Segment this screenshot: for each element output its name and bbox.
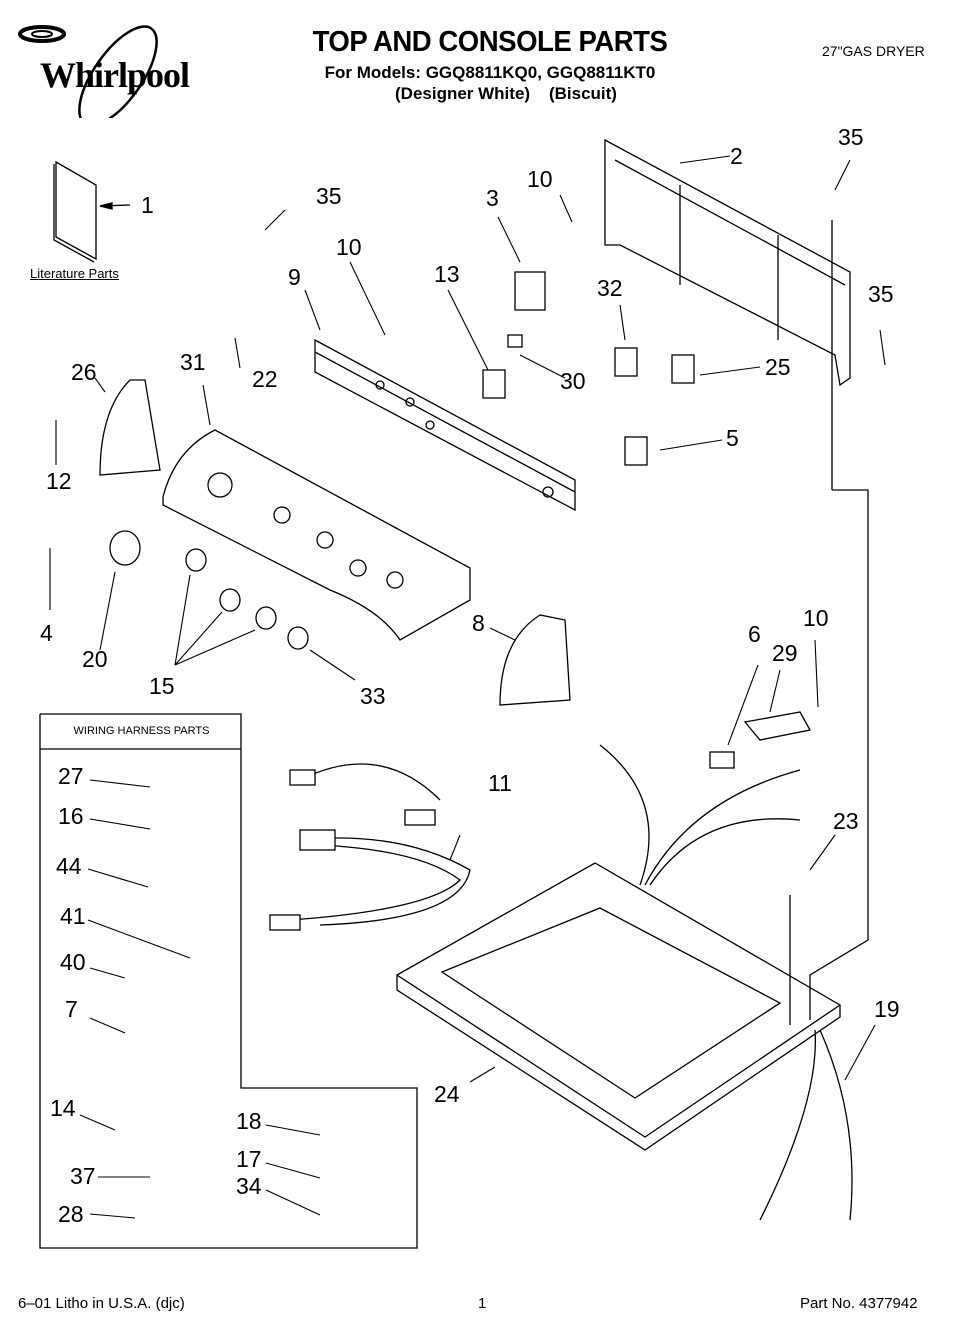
callout-13: 13 [434, 261, 460, 287]
callout-35-b: 35 [838, 124, 864, 150]
part-number: Part No. 4377942 [800, 1295, 918, 1312]
callout-33: 33 [360, 683, 386, 709]
callout-35-c: 35 [868, 281, 894, 307]
colors-line: (Designer White) (Biscuit) [395, 84, 617, 103]
callout-3: 3 [486, 185, 499, 211]
right-end-cap [499, 614, 571, 706]
left-end-cap [99, 379, 161, 476]
page-title: TOP AND CONSOLE PARTS [312, 26, 668, 58]
callout-12: 12 [46, 468, 72, 494]
callout-17: 17 [236, 1146, 262, 1172]
callout-41: 41 [60, 903, 86, 929]
callout-9: 9 [288, 264, 301, 290]
page-number: 1 [478, 1295, 487, 1312]
callout-35-a: 35 [316, 183, 342, 209]
terminal-harness [599, 711, 853, 1221]
console-rail [314, 338, 576, 512]
callout-15: 15 [149, 673, 175, 699]
callout-10-b: 10 [336, 234, 362, 260]
callout-31: 31 [180, 349, 206, 375]
callout-44: 44 [56, 853, 82, 879]
callout-arrows [49, 155, 886, 1219]
callout-20: 20 [82, 646, 108, 672]
callout-27: 27 [58, 763, 84, 789]
literature-parts-label: Literature Parts [30, 266, 119, 281]
callout-32: 32 [597, 275, 623, 301]
callout-37: 37 [70, 1163, 96, 1189]
callout-14: 14 [50, 1095, 76, 1121]
callout-2: 2 [730, 143, 743, 169]
callout-1: 1 [141, 192, 154, 218]
callout-8: 8 [472, 610, 485, 636]
console-back-panel [604, 138, 851, 387]
callout-40: 40 [60, 949, 86, 975]
logo-swirl-icon [18, 25, 158, 118]
callout-23: 23 [833, 808, 859, 834]
wiring-harness-title: WIRING HARNESS PARTS [73, 725, 210, 737]
callout-4: 4 [40, 620, 53, 646]
whirlpool-logo: Whirlpool [18, 18, 208, 118]
callout-16: 16 [58, 803, 84, 829]
callout-10-a: 10 [527, 166, 553, 192]
callout-7: 7 [65, 996, 78, 1022]
callout-11: 11 [488, 770, 512, 796]
callout-6: 6 [748, 621, 761, 647]
callout-19: 19 [874, 996, 900, 1022]
footer-litho: 6–01 Litho in U.S.A. (djc) [18, 1295, 185, 1312]
product-type: 27"GAS DRYER [822, 43, 925, 59]
callout-25: 25 [765, 354, 791, 380]
callout-28: 28 [58, 1201, 84, 1227]
callout-18: 18 [236, 1108, 262, 1134]
callout-24: 24 [434, 1081, 460, 1107]
main-wire-harness [269, 763, 471, 931]
callout-26: 26 [71, 359, 97, 385]
callout-5: 5 [726, 425, 739, 451]
switches [482, 271, 695, 466]
callout-30: 30 [560, 368, 586, 394]
wiring-harness-box [39, 713, 418, 1249]
callout-22: 22 [252, 366, 278, 392]
brand-name: Whirlpool [40, 55, 190, 95]
dryer-top-panel [395, 862, 842, 1151]
callout-10-c: 10 [803, 605, 829, 631]
knobs [109, 530, 309, 650]
models-line: For Models: GGQ8811KQ0, GGQ8811KT0 [324, 63, 656, 82]
console-front-panel [162, 429, 471, 641]
callout-34: 34 [236, 1173, 262, 1199]
callout-29: 29 [772, 640, 798, 666]
literature-booklet [53, 160, 97, 263]
